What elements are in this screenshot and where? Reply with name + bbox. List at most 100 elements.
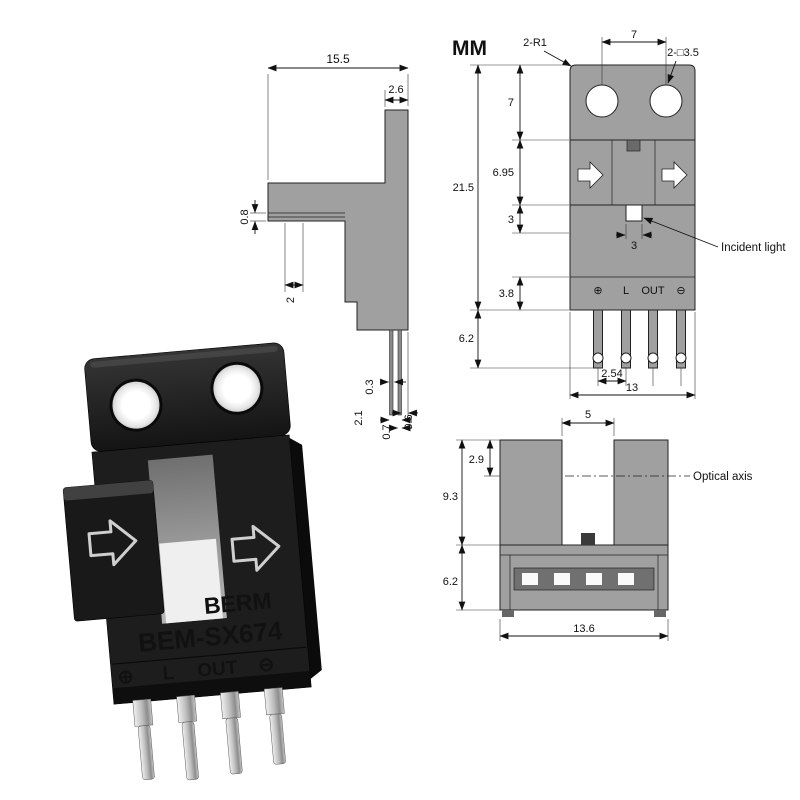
dim-slot-label: 2 (285, 297, 297, 303)
dim-pin-pitch-label: 2.54 (601, 368, 622, 380)
dim-hole-pitch-label: 7 (631, 29, 637, 41)
product-pin (220, 691, 241, 720)
dim-pin-edge-label: 0.6 (403, 414, 415, 429)
dim-pin-thickness: 0.3 (364, 378, 406, 395)
slot-emitter-mark (581, 533, 595, 545)
photo-mounting-hole-left (109, 378, 163, 432)
photo-arrow-left-icon (87, 519, 138, 567)
incident-light-callout: Incident light (643, 217, 786, 254)
product-terminal-out: OUT (196, 657, 238, 681)
terminal-slot-mark (586, 573, 602, 585)
bottom-bevel (112, 671, 312, 705)
dim-slot: 2 (284, 223, 304, 303)
optical-arrow-right-icon (661, 161, 688, 189)
front-ridge (112, 646, 306, 665)
terminal-label-l: L (623, 285, 629, 297)
unit-label: MM (452, 37, 487, 60)
dim-width: 13 (569, 312, 696, 399)
dim-depth-label: 15.5 (326, 52, 350, 66)
left-arm-top-face (63, 480, 154, 501)
optical-axis-label: Optical axis (693, 471, 753, 483)
bottom-right-wall (613, 439, 669, 546)
dim-low-label: 3 (508, 214, 514, 226)
terminal-slot-mark (554, 573, 570, 585)
callout-mounting-holes: 2-□3.5 (667, 47, 699, 84)
callout-corner-radius: 2-R1 (523, 37, 572, 67)
product-pin (225, 717, 243, 775)
pin-hole (592, 352, 604, 364)
dim-slot-width-label: 5 (585, 409, 591, 421)
dim-slot-width: 5 (561, 409, 615, 436)
callout-radius-label: 2-R1 (523, 37, 547, 49)
product-pin (181, 721, 199, 781)
bottom-view-drawing: 5 Optical axis 2.9 9.3 6.2 13.6 (443, 409, 753, 641)
product-pin (132, 698, 154, 727)
dim-mid-label: 6.95 (493, 167, 514, 179)
pin-hole (647, 352, 659, 364)
mounting-hole-right (649, 84, 683, 118)
dim-overall-width: 13.6 (499, 619, 669, 641)
product-pins (132, 687, 286, 781)
terminal-label-out: OUT (641, 285, 665, 297)
dim-tab: 2.6 (384, 84, 409, 107)
product-photo: BERM BEM-SX674 ⊕ L OUT ⊖ (62, 342, 322, 781)
dim-lower-label: 6.2 (443, 576, 458, 588)
pin-hole (620, 352, 632, 364)
product-pin (263, 687, 285, 716)
dim-pin-thickness-label: 0.3 (364, 379, 376, 394)
dim-pin-span-label: 2.1 (353, 410, 365, 425)
dim-axis-depth: 2.9 (456, 439, 500, 477)
dim-pin-edge: 0.6 (392, 332, 418, 430)
emitter-window (625, 204, 643, 222)
dim-pin-width: 0.7 (381, 424, 412, 440)
photo-slot-diffuser (159, 538, 223, 624)
dim-base-label: 3.8 (499, 288, 514, 300)
terminal-label-plus: ⊕ (593, 285, 602, 297)
front-view-drawing: MM ⊕ L OUT ⊖ 2-R1 (452, 29, 786, 399)
dim-pin-pitch: 2.54 (597, 368, 682, 386)
photo-left-arm (62, 479, 165, 622)
dim-overall-width-label: 13.6 (573, 623, 594, 635)
front-mounting-plate (569, 64, 696, 141)
side-view-body (267, 109, 409, 331)
foot (502, 610, 514, 617)
dim-window: 3 (616, 224, 652, 252)
dim-upper-label: 9.3 (443, 491, 458, 503)
dim-side-chain: 9.3 6.2 (443, 439, 500, 611)
dim-width-label: 13 (626, 382, 638, 394)
dim-hole-pitch: 7 (601, 29, 667, 85)
plate-highlight (90, 345, 278, 368)
product-pin (269, 713, 286, 765)
terminal-slot-mark (618, 573, 634, 585)
dim-left-chain: 7 6.95 3 3.8 21.5 6.2 (453, 64, 593, 369)
incident-light-label: Incident light (721, 242, 786, 254)
photo-mounting-hole-right (210, 361, 264, 415)
dim-total-h-label: 21.5 (453, 182, 474, 194)
dim-pin-width-label: 0.7 (381, 424, 393, 439)
side-view-drawing: 15.5 2.6 0.8 2 0.3 (239, 52, 418, 440)
dim-depth: 15.5 (267, 52, 409, 180)
bottom-left-wall (499, 439, 563, 546)
terminal-slot-mark (522, 573, 538, 585)
dim-wall: 0.8 (239, 200, 266, 234)
product-pin (176, 694, 198, 723)
terminal-label-minus: ⊖ (676, 285, 685, 297)
product-brand: BERM (203, 587, 273, 619)
dim-window-label: 3 (631, 240, 637, 252)
product-terminal-minus: ⊖ (257, 654, 275, 676)
side-view-pin (389, 329, 394, 416)
dim-pin-span: 2.1 (353, 410, 412, 426)
dim-wall-label: 0.8 (239, 209, 251, 224)
dim-pins-h-label: 6.2 (459, 333, 474, 345)
side-view-pin (397, 329, 402, 416)
product-pin (137, 725, 155, 780)
product-terminal-plus: ⊕ (117, 666, 135, 688)
front-lower-body (569, 204, 696, 311)
dim-axis-depth-label: 2.9 (469, 454, 484, 466)
photo-arrow-right-icon (230, 524, 281, 572)
body-side-face (289, 437, 322, 679)
optical-arrow-left-icon (577, 161, 604, 189)
dim-tab-label: 2.6 (388, 84, 403, 96)
pin-hole (675, 352, 687, 364)
